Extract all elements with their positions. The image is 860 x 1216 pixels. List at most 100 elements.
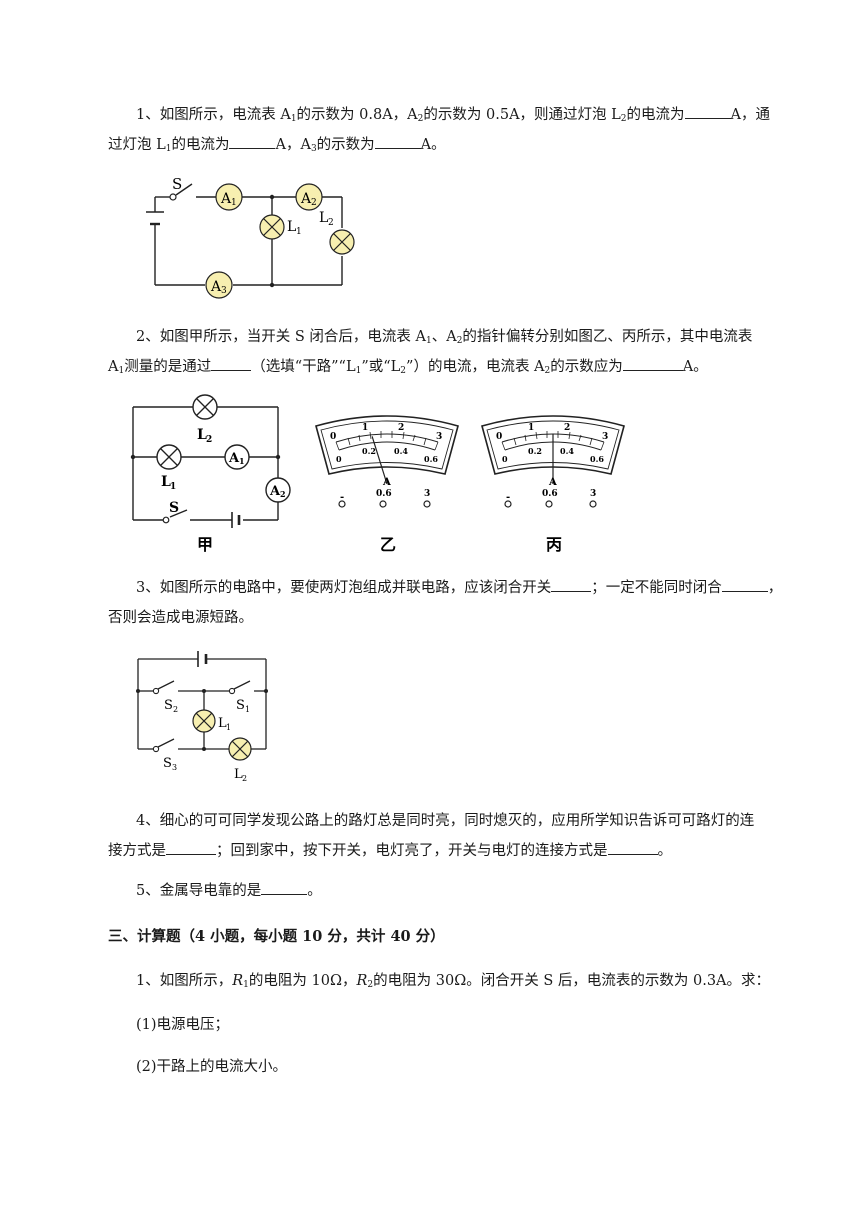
- caption-yi: 乙: [380, 535, 396, 554]
- text: 1: [231, 198, 237, 208]
- text: 、A: [431, 329, 457, 345]
- text: L: [287, 219, 296, 235]
- terminal-label: 3: [424, 489, 430, 499]
- text: 2: [328, 218, 334, 228]
- text: A: [382, 477, 391, 488]
- text: 1: [170, 482, 176, 492]
- tick-label: 0.6: [590, 454, 604, 464]
- text: 的示数为 0.8A，A: [296, 107, 418, 123]
- calc1-part-2: (2)干路上的电流大小。: [108, 1052, 798, 1082]
- subscript: 2: [417, 114, 424, 124]
- text: L: [319, 210, 328, 226]
- terminal-label: 0.6: [376, 489, 392, 499]
- text: 4、细心的可可同学发现公路上的路灯总是同时亮，同时熄灭的，应用所学知识告诉可可路…: [136, 813, 755, 829]
- answer-blank[interactable]: [684, 104, 731, 119]
- ammeter-dial-yi: 0 1 2 3 0 0.2 0.4 0.6 A - 0.6 3 乙: [315, 415, 459, 554]
- calc-question-1: 1、如图所示，R1的电阻为 10Ω，R2的电阻为 30Ω。闭合开关 S 后，电流…: [108, 966, 798, 996]
- section-title: 三、计算题（4 小题，每小题 10 分，共计 40 分）: [108, 928, 445, 945]
- subscript: 1: [355, 366, 362, 376]
- text: 的指针偏转分别如图乙、丙所示，其中电流表: [462, 329, 753, 345]
- q3-line-1: 3、如图所示的电路中，要使两灯泡组成并联电路，应该闭合开关；一定不能同时闭合，: [108, 573, 798, 603]
- tick-label: 1: [362, 423, 368, 433]
- calc1-line-1: 1、如图所示，R1的电阻为 10Ω，R2的电阻为 30Ω。闭合开关 S 后，电流…: [108, 966, 798, 996]
- subscript: 2: [400, 366, 407, 376]
- text: 1: [245, 705, 250, 714]
- text: L: [234, 767, 243, 782]
- text: 5、金属导电靠的是: [136, 883, 262, 899]
- text: S: [236, 698, 245, 713]
- text: 3: [172, 763, 177, 772]
- subscript: 1: [425, 336, 432, 346]
- text: L: [197, 427, 207, 443]
- text: 2: [311, 198, 317, 208]
- meter-needle: [371, 436, 388, 485]
- question-4: 4、细心的可可同学发现公路上的路灯总是同时亮，同时熄灭的，应用所学知识告诉可可路…: [108, 806, 798, 866]
- terminal-label: -: [340, 492, 344, 503]
- text: A: [269, 484, 281, 499]
- ammeter-dial-bing: 0 1 2 3 0 0.2 0.4 0.6 A - 0.6 3 丙: [481, 415, 625, 554]
- answer-blank[interactable]: [261, 880, 308, 895]
- text: ”或“L: [361, 359, 401, 375]
- subscript: 2: [544, 366, 551, 376]
- subscript: 1: [243, 980, 249, 990]
- text: ；一定不能同时闭合: [591, 580, 722, 596]
- terminal-label: 0.6: [542, 489, 558, 499]
- answer-blank[interactable]: [607, 840, 658, 855]
- text: (2)干路上的电流大小。: [136, 1059, 288, 1075]
- text: 2: [242, 774, 247, 783]
- text: 测量的是通过: [124, 359, 212, 375]
- subscript: 2: [620, 114, 627, 124]
- answer-blank[interactable]: [622, 356, 683, 371]
- tick-label: 0.2: [362, 446, 376, 456]
- text: 的电阻为 10Ω，: [248, 973, 357, 989]
- text: 3、如图所示的电路中，要使两灯泡组成并联电路，应该闭合开关: [136, 580, 552, 596]
- tick-label: 0.4: [394, 446, 408, 456]
- text: A: [228, 451, 240, 466]
- tick-label: 2: [564, 423, 570, 433]
- subscript: 1: [118, 366, 125, 376]
- answer-blank[interactable]: [374, 134, 421, 149]
- text: R: [232, 973, 244, 989]
- terminal-label: -: [506, 492, 510, 503]
- text: A: [210, 279, 222, 295]
- text: A: [220, 191, 232, 207]
- text: A: [108, 359, 119, 375]
- terminal-label: 3: [590, 489, 596, 499]
- text: A。: [682, 359, 708, 375]
- text: （选填“干路”“L: [251, 359, 356, 375]
- q4-line-2: 接方式是；回到家中，按下开关，电灯亮了，开关与电灯的连接方式是。: [108, 836, 798, 866]
- text: L: [218, 716, 227, 731]
- caption-jia: 甲: [197, 535, 213, 554]
- answer-blank[interactable]: [166, 840, 216, 855]
- text: A，A: [275, 137, 311, 153]
- answer-blank[interactable]: [721, 577, 768, 592]
- tick-label: 0: [502, 454, 508, 464]
- subscript: 2: [367, 980, 374, 990]
- subscript: 1: [165, 144, 172, 154]
- text: 2: [206, 435, 212, 445]
- tick-label: 0.4: [560, 446, 574, 456]
- question-3: 3、如图所示的电路中，要使两灯泡组成并联电路，应该闭合开关；一定不能同时闭合， …: [108, 573, 798, 633]
- answer-blank[interactable]: [551, 577, 592, 592]
- answer-blank[interactable]: [211, 356, 252, 371]
- text: 接方式是: [108, 843, 166, 859]
- tick-label: 3: [436, 432, 442, 442]
- text: 1: [239, 456, 245, 466]
- tick-label: 0: [496, 432, 502, 442]
- text: 。: [657, 843, 673, 859]
- q3-line-2: 否则会造成电源短路。: [108, 603, 798, 633]
- text: 2: [280, 489, 286, 499]
- tick-label: 2: [398, 423, 404, 433]
- text: 过灯泡 L: [108, 137, 166, 153]
- text: 3: [221, 286, 227, 296]
- text: A: [548, 477, 557, 488]
- switch-label: S: [169, 500, 179, 516]
- answer-blank[interactable]: [229, 134, 276, 149]
- text: 1、如图所示，: [136, 973, 233, 989]
